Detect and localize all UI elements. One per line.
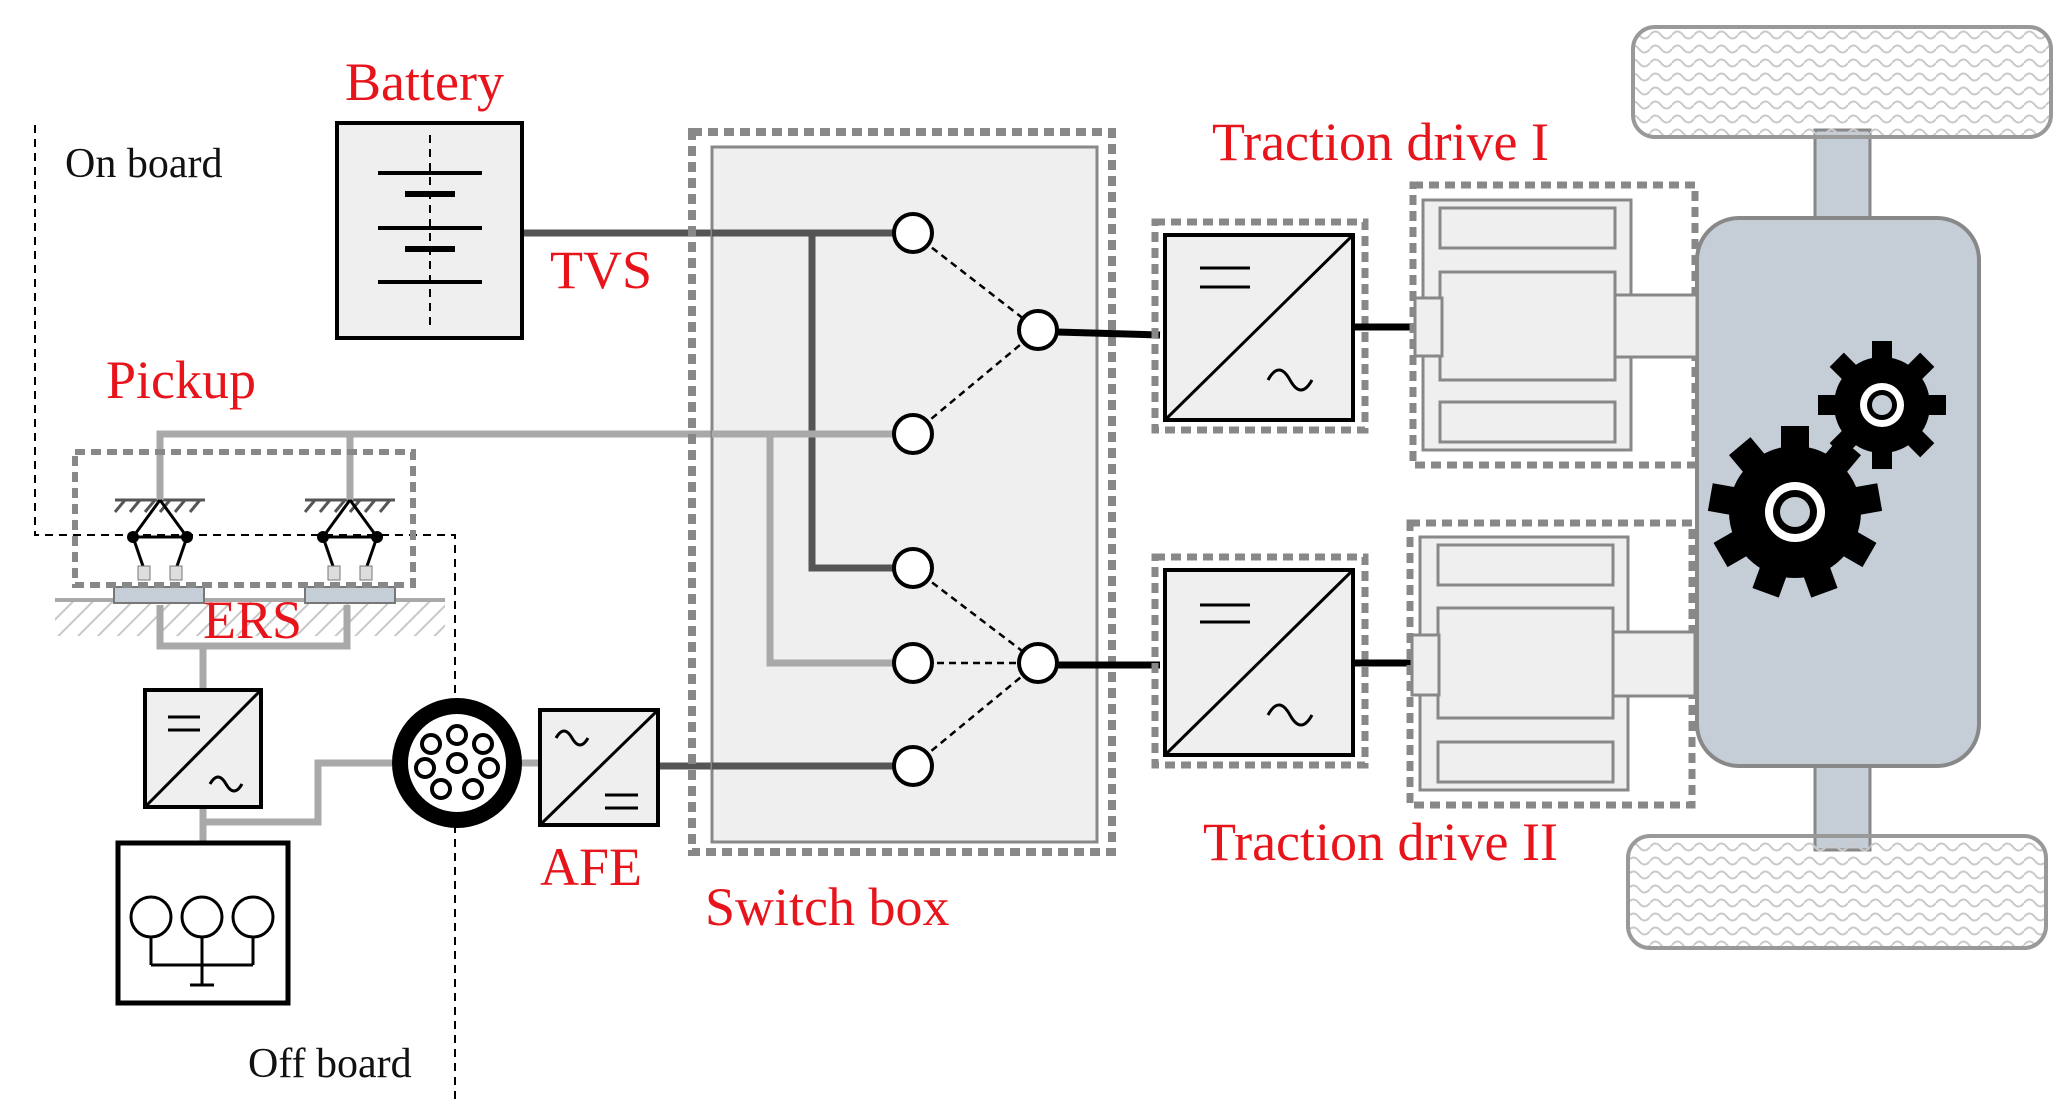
- wheel-top: [1631, 25, 2053, 139]
- grid-source: [115, 840, 291, 1006]
- battery-label: Battery: [345, 52, 504, 112]
- off-board-label: Off board: [248, 1041, 412, 1087]
- inverter-2: [1151, 553, 1420, 769]
- motor-2: [1406, 519, 1697, 809]
- ers-coil-right: [304, 586, 396, 604]
- switch-upper: [892, 212, 1059, 455]
- traction-drive-2-label: Traction drive II: [1203, 812, 1558, 872]
- switch-box-label: Switch box: [705, 877, 950, 937]
- on-board-label: On board: [65, 141, 222, 187]
- switch-lower: [892, 547, 1059, 787]
- ers-label: ERS: [203, 590, 302, 650]
- pickup-label: Pickup: [106, 350, 256, 410]
- gear-icon: [1707, 341, 1946, 598]
- tvs-label: TVS: [550, 240, 652, 300]
- afe-converter: [538, 708, 660, 827]
- charging-connector: [392, 698, 522, 828]
- pickup-arm-left: [113, 470, 205, 581]
- battery: [335, 121, 524, 340]
- offboard-converter: [143, 688, 263, 809]
- pickup: [72, 449, 416, 588]
- afe-label: AFE: [540, 837, 642, 897]
- inverter-1: [1151, 218, 1420, 434]
- wheel-bottom: [1626, 834, 2048, 950]
- switch-box: [688, 128, 1161, 856]
- pickup-arm-right: [303, 470, 395, 581]
- traction-drive-1-label: Traction drive I: [1212, 112, 1549, 172]
- ers-coil-left: [113, 586, 205, 604]
- motor-1: [1409, 181, 1699, 469]
